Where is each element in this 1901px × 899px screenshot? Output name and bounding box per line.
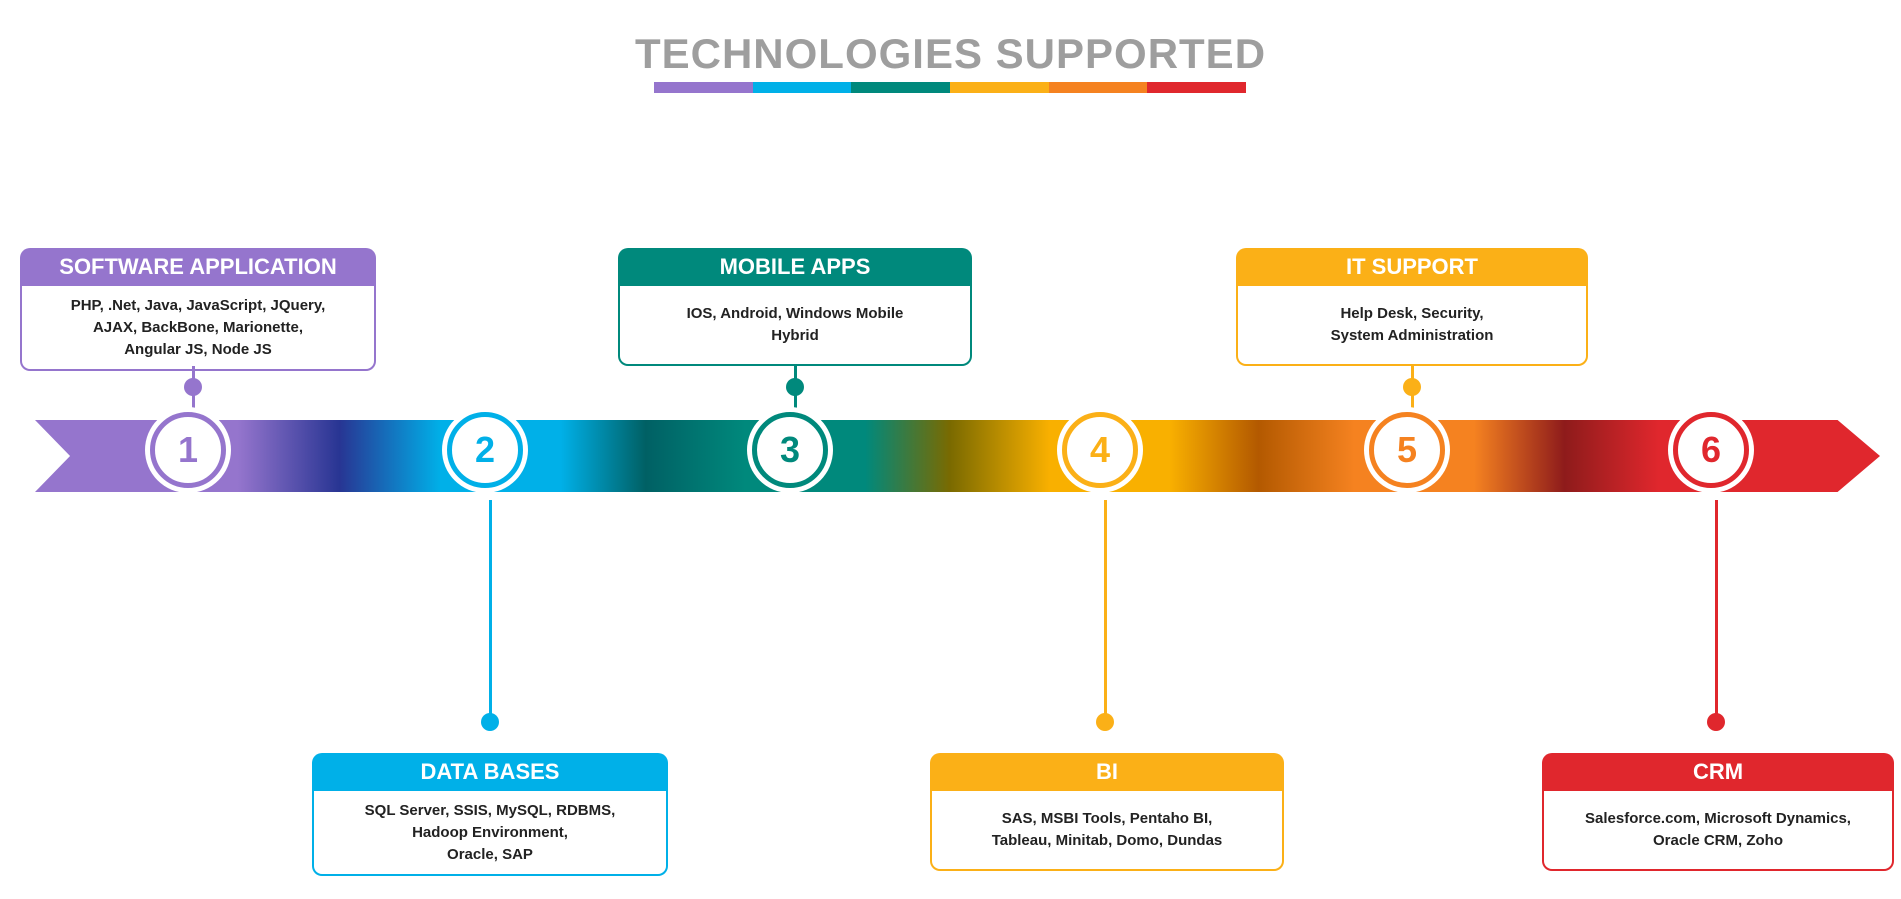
title-underline: [654, 82, 1247, 93]
connector-line-2: [489, 500, 492, 724]
connector-dot-1: [184, 378, 202, 396]
card-items: Help Desk, Security, System Administrati…: [1236, 286, 1588, 366]
connector-dot-5: [1403, 378, 1421, 396]
page-title: TECHNOLOGIES SUPPORTED: [634, 30, 1267, 77]
card-items: Salesforce.com, Microsoft Dynamics, Orac…: [1542, 791, 1894, 871]
card-title: DATA BASES: [312, 753, 668, 791]
timeline-node-4: 4: [1062, 412, 1138, 488]
card-items: IOS, Android, Windows Mobile Hybrid: [618, 286, 972, 366]
card-items: PHP, .Net, Java, JavaScript, JQuery, AJA…: [20, 286, 376, 372]
card-items: SQL Server, SSIS, MySQL, RDBMS, Hadoop E…: [312, 791, 668, 877]
card-it-support: IT SUPPORT Help Desk, Security, System A…: [1236, 248, 1588, 366]
timeline-ribbon: [35, 420, 1880, 492]
underline-segment-3: [851, 82, 951, 93]
underline-segment-4: [950, 82, 1049, 93]
connector-dot-2: [481, 713, 499, 731]
card-title: CRM: [1542, 753, 1894, 791]
card-software-application: SOFTWARE APPLICATION PHP, .Net, Java, Ja…: [20, 248, 376, 372]
card-data-bases: DATA BASES SQL Server, SSIS, MySQL, RDBM…: [312, 753, 668, 877]
connector-dot-4: [1096, 713, 1114, 731]
card-crm: CRM Salesforce.com, Microsoft Dynamics, …: [1542, 753, 1894, 871]
connector-dot-6: [1707, 713, 1725, 731]
card-bi: BI SAS, MSBI Tools, Pentaho BI, Tableau,…: [930, 753, 1284, 871]
timeline-node-2: 2: [447, 412, 523, 488]
connector-line-6: [1715, 500, 1718, 724]
card-title: BI: [930, 753, 1284, 791]
card-mobile-apps: MOBILE APPS IOS, Android, Windows Mobile…: [618, 248, 972, 366]
connector-line-4: [1104, 500, 1107, 724]
timeline-node-3: 3: [752, 412, 828, 488]
card-title: SOFTWARE APPLICATION: [20, 248, 376, 286]
timeline-node-6: 6: [1673, 412, 1749, 488]
card-title: MOBILE APPS: [618, 248, 972, 286]
card-items: SAS, MSBI Tools, Pentaho BI, Tableau, Mi…: [930, 791, 1284, 871]
underline-segment-2: [752, 82, 852, 93]
underline-segment-1: [654, 82, 753, 93]
timeline-node-1: 1: [150, 412, 226, 488]
underline-segment-5: [1048, 82, 1148, 93]
connector-dot-3: [786, 378, 804, 396]
timeline-node-5: 5: [1369, 412, 1445, 488]
underline-segment-6: [1147, 82, 1247, 93]
card-title: IT SUPPORT: [1236, 248, 1588, 286]
